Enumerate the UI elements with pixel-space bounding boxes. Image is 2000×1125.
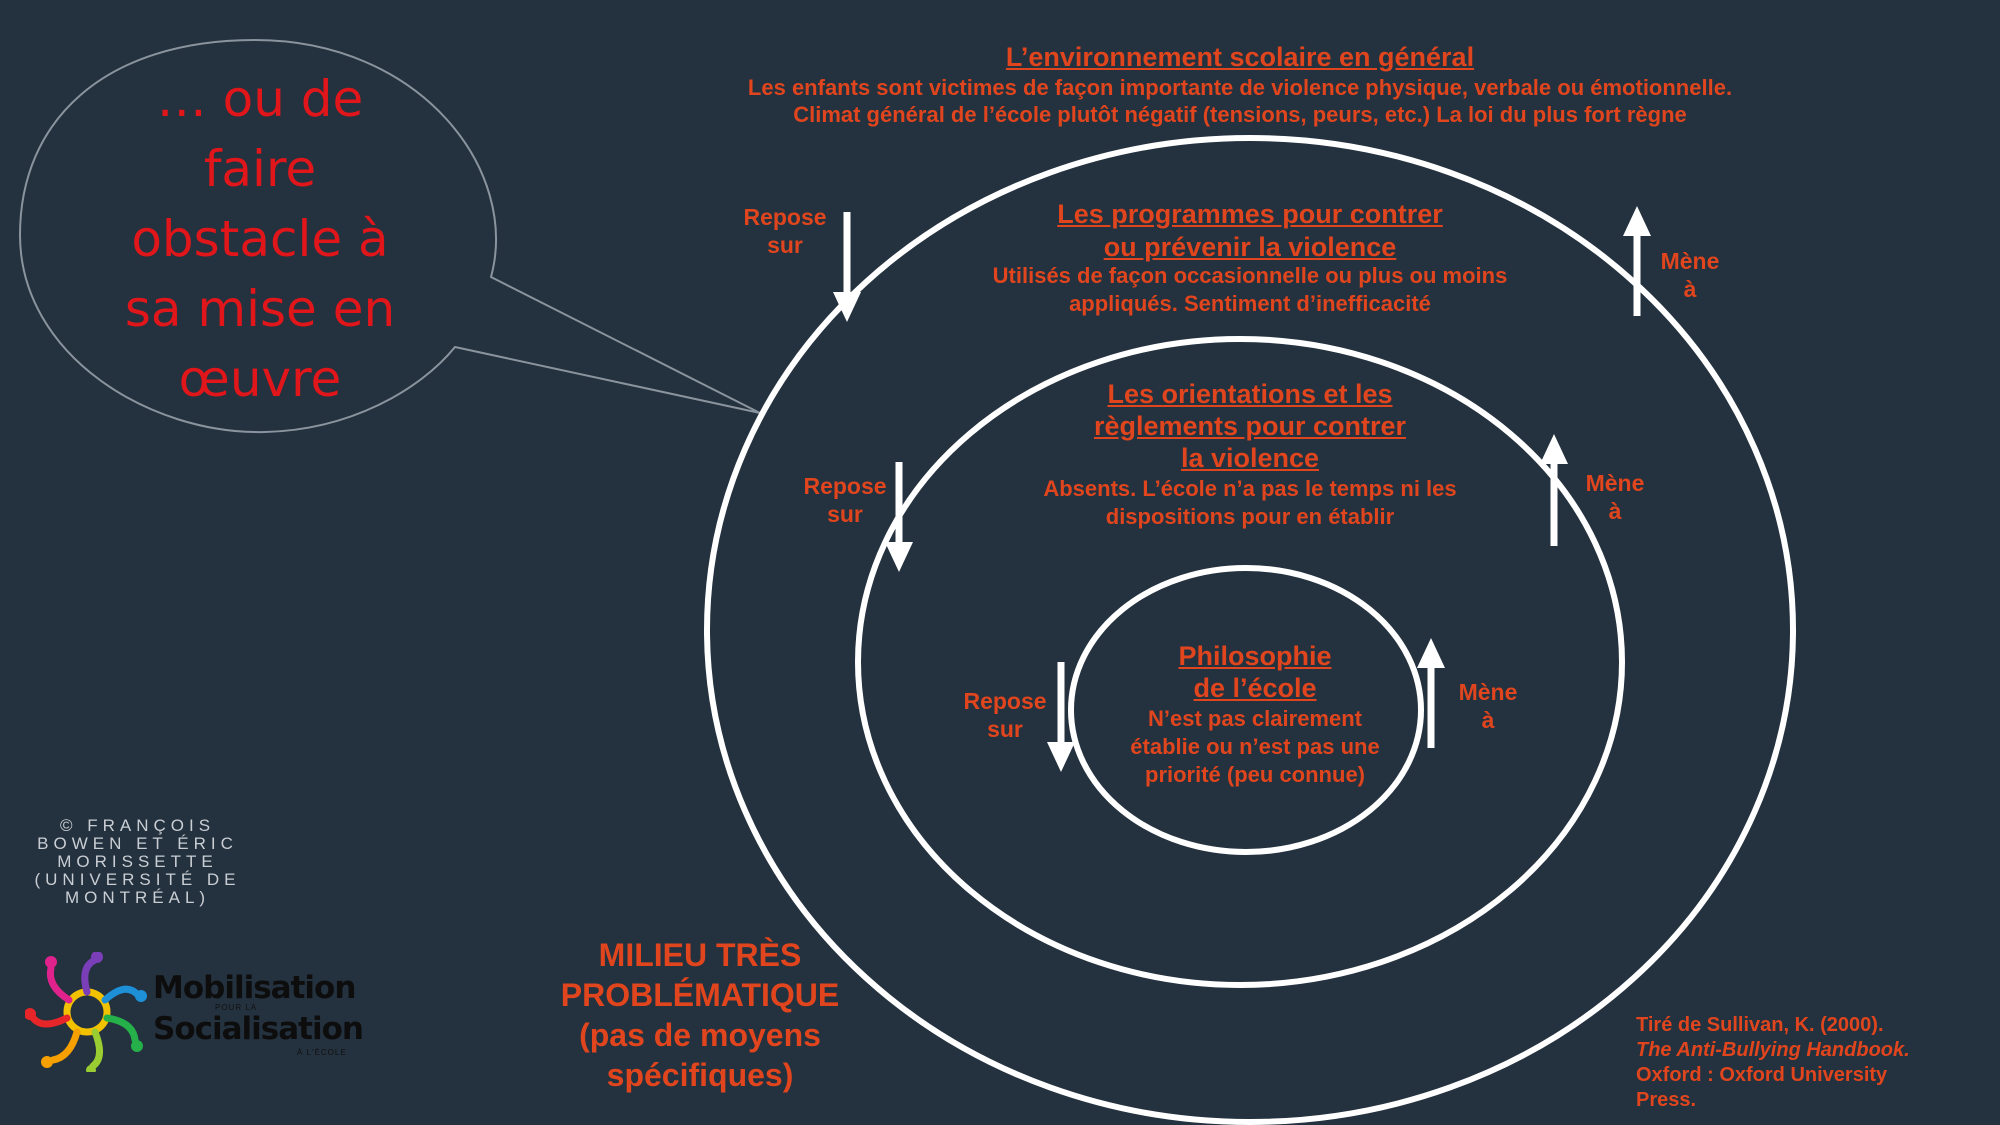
philosophy-line: priorité (peu connue) [1145, 762, 1365, 787]
logo-line-2: Socialisation [153, 1011, 364, 1047]
leads-to-word: Mène [1660, 248, 1720, 274]
bubble-line: … ou de [156, 70, 364, 128]
milieu-line: MILIEU TRÈS [598, 937, 802, 973]
environment-line: Climat général de l’école plutôt négatif… [793, 102, 1687, 127]
environment-line: Les enfants sont victimes de façon impor… [747, 75, 1733, 100]
programs-description: Utilisés de façon occasionnelle ou plus … [900, 262, 1600, 318]
philosophy-title-line: de l’école [1193, 673, 1317, 703]
citation-line: Oxford : Oxford University [1636, 1064, 1888, 1086]
orientations-title-line: la violence [1180, 443, 1320, 473]
down-arrow-inner [1047, 662, 1075, 772]
rests-on-word: sur [767, 232, 803, 258]
orientations-line: dispositions pour en établir [1105, 504, 1395, 529]
down-arrow-outer [833, 212, 861, 322]
orientations-description: Absents. L’école n’a pas le temps ni les… [950, 475, 1550, 531]
rests-on-word: Repose [743, 204, 827, 230]
rests-on-word: Repose [803, 473, 887, 499]
environment-title: L’environnement scolaire en général [1005, 42, 1475, 72]
rests-on-label-inner: Repose sur [945, 687, 1065, 743]
orientations-line: Absents. L’école n’a pas le temps ni les [1043, 476, 1457, 501]
leads-to-word: Mène [1585, 470, 1645, 496]
copyright-notice: © FRANÇOIS BOWEN ET ÉRIC MORISSETTE (UNI… [34, 816, 241, 907]
programs-line: Utilisés de façon occasionnelle ou plus … [992, 263, 1508, 288]
up-arrow-inner [1417, 638, 1445, 748]
logo-small-2: À L'ÉCOLE [297, 1048, 347, 1057]
down-arrow-middle [885, 462, 913, 572]
philosophy-title-line: Philosophie [1178, 641, 1332, 671]
leads-to-word: Mène [1458, 679, 1518, 705]
up-arrow-outer [1623, 206, 1651, 316]
rests-on-word: Repose [963, 688, 1047, 714]
citation: Tiré de Sullivan, K. (2000). The Anti-Bu… [1636, 1013, 1976, 1113]
logo-people-icon [25, 952, 147, 1072]
leads-to-word: à [1481, 707, 1495, 733]
leads-to-label-outer: Mène à [1640, 247, 1740, 303]
mobilisation-logo: Mobilisation POUR LA Socialisation À L'É… [25, 952, 364, 1072]
orientations-title-line: règlements pour contrer [1093, 411, 1407, 441]
speech-bubble [18, 38, 761, 434]
citation-book-title: The Anti-Bullying Handbook. [1636, 1039, 1910, 1061]
environment-description: Les enfants sont victimes de façon impor… [600, 74, 1880, 128]
philosophy-title: Philosophie de l’école [1080, 640, 1430, 704]
middle-ring [855, 336, 1625, 988]
philosophy-description: N’est pas clairement établie ou n’est pa… [1080, 705, 1430, 789]
logo-line-1: Mobilisation [153, 970, 356, 1006]
rests-on-label-outer: Repose sur [725, 203, 845, 259]
orientations-title: Les orientations et les règlements pour … [950, 378, 1550, 474]
leads-to-word: à [1683, 276, 1697, 302]
milieu-line: spécifiques) [606, 1057, 794, 1093]
programs-title-line: Les programmes pour contrer [1057, 199, 1443, 229]
up-arrow-middle [1540, 434, 1568, 546]
programs-title: Les programmes pour contrer ou prévenir … [900, 198, 1600, 264]
rests-on-label-middle: Repose sur [785, 472, 905, 528]
milieu-caption: MILIEU TRÈS PROBLÉMATIQUE (pas de moyens… [520, 935, 880, 1095]
leads-to-label-middle: Mène à [1565, 469, 1665, 525]
bubble-line: faire [203, 140, 317, 198]
rests-on-word: sur [827, 501, 863, 527]
philosophy-line: N’est pas clairement [1148, 706, 1362, 731]
orientations-title-line: Les orientations et les [1107, 379, 1393, 409]
inner-ring [1068, 565, 1424, 855]
milieu-line: PROBLÉMATIQUE [560, 977, 840, 1013]
bubble-text: … ou de faire obstacle à sa mise en œuvr… [80, 64, 440, 414]
outer-ring [704, 135, 1796, 1125]
milieu-line: (pas de moyens [579, 1017, 821, 1053]
programs-title-line: ou prévenir la violence [1103, 232, 1397, 262]
philosophy-line: établie ou n’est pas une [1130, 734, 1380, 759]
bubble-line: sa mise en [124, 280, 396, 338]
logo-small-1: POUR LA [215, 1003, 258, 1012]
leads-to-word: à [1608, 498, 1622, 524]
bubble-line: œuvre [178, 350, 342, 408]
programs-line: appliqués. Sentiment d’inefficacité [1069, 291, 1431, 316]
citation-line: Press. [1636, 1089, 1697, 1111]
leads-to-label-inner: Mène à [1438, 678, 1538, 734]
bubble-line: obstacle à [131, 210, 389, 268]
rests-on-word: sur [987, 716, 1023, 742]
citation-line: Tiré de Sullivan, K. (2000). [1636, 1014, 1884, 1036]
